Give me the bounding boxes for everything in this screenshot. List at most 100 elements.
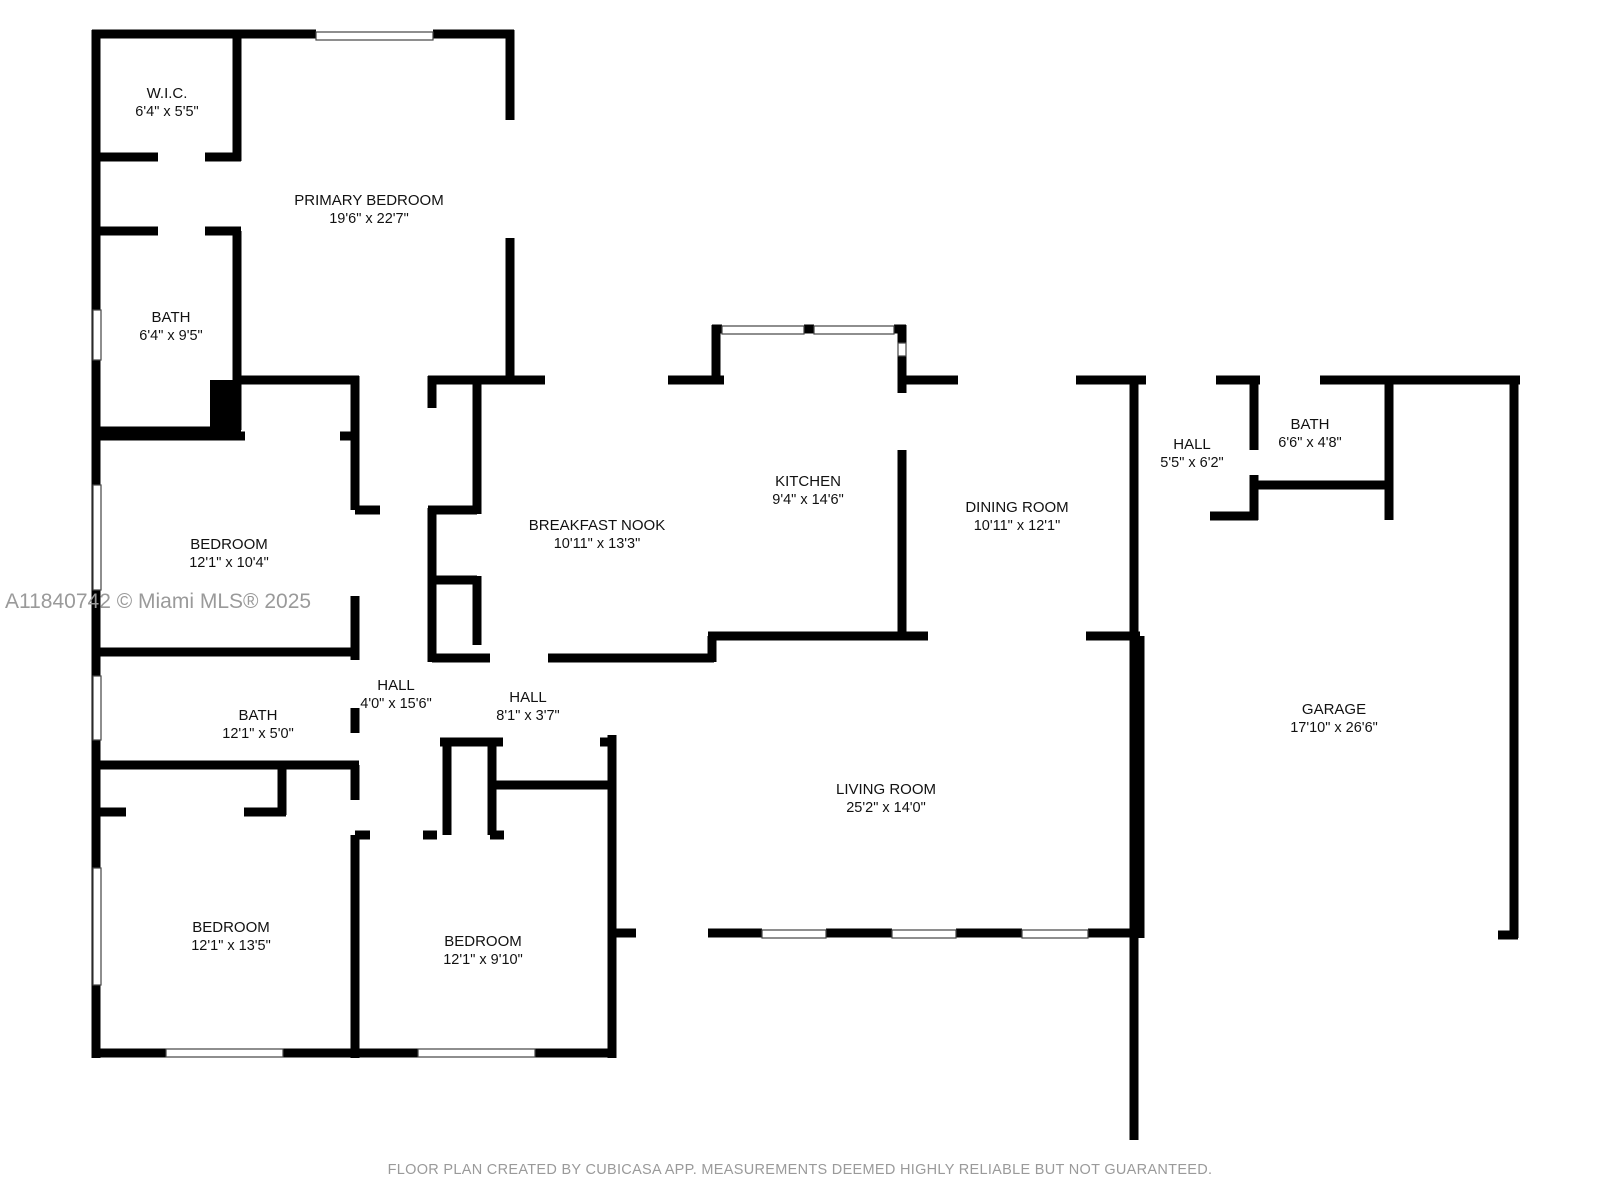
room-name: BREAKFAST NOOK	[529, 517, 665, 534]
room-dimensions: 9'4" x 14'6"	[772, 492, 843, 508]
room-dimensions: 25'2" x 14'0"	[846, 800, 926, 816]
wall	[906, 631, 928, 641]
room-primary: PRIMARY BEDROOM 19'6" x 22'7"	[294, 192, 443, 227]
wall	[355, 505, 380, 515]
wall	[711, 325, 721, 380]
wall	[897, 450, 907, 640]
room-dimensions: 19'6" x 22'7"	[329, 211, 409, 227]
walls	[91, 29, 1520, 1140]
window	[92, 675, 102, 741]
room-name: HALL	[1173, 436, 1211, 453]
wall	[897, 356, 907, 393]
window	[813, 325, 895, 335]
room-dimensions: 10'11" x 13'3"	[554, 536, 641, 552]
wall	[440, 737, 503, 747]
wall	[505, 238, 515, 380]
wall	[350, 708, 360, 733]
wall	[472, 380, 482, 514]
wall	[423, 830, 437, 840]
wall	[355, 830, 370, 840]
wall	[1254, 480, 1393, 490]
wall	[92, 226, 158, 236]
room-name: PRIMARY BEDROOM	[294, 192, 443, 209]
room-dimensions: 12'1" x 9'10"	[443, 952, 523, 968]
wall	[897, 325, 907, 343]
wall	[428, 505, 477, 515]
wall	[433, 29, 514, 39]
wall	[668, 375, 724, 385]
wall	[1135, 636, 1145, 938]
windows	[92, 31, 1089, 1058]
window	[92, 484, 102, 591]
wall	[1076, 375, 1140, 385]
room-living: LIVING ROOM 25'2" x 14'0"	[836, 781, 936, 816]
wall	[1216, 375, 1260, 385]
wall	[232, 34, 242, 161]
wall	[1498, 930, 1518, 940]
room-name: KITCHEN	[775, 473, 841, 490]
wall	[548, 653, 714, 663]
wall	[340, 431, 359, 441]
wall	[1249, 475, 1259, 520]
window	[1021, 929, 1089, 939]
wall	[237, 375, 359, 385]
window	[92, 309, 102, 361]
wall	[712, 324, 722, 334]
room-name: BATH	[239, 707, 278, 724]
window	[165, 1048, 284, 1058]
room-dimensions: 8'1" x 3'7"	[496, 708, 559, 724]
window	[897, 342, 907, 357]
wall	[205, 226, 241, 236]
window	[891, 929, 957, 939]
wall	[708, 928, 762, 938]
room-name: BEDROOM	[444, 933, 522, 950]
room-name: BATH	[1291, 416, 1330, 433]
watermark: A11840742 © Miami MLS® 2025	[5, 590, 312, 613]
wall	[432, 575, 477, 585]
room-name: BATH	[152, 309, 191, 326]
wall	[708, 631, 906, 641]
wall	[707, 636, 717, 662]
wall	[350, 376, 360, 510]
wall	[350, 765, 360, 800]
wall	[92, 431, 245, 441]
room-dimensions: 6'4" x 5'5"	[135, 104, 198, 120]
wall	[427, 376, 437, 408]
room-name: HALL	[377, 677, 415, 694]
room-name: W.I.C.	[147, 85, 188, 102]
wall	[956, 928, 1022, 938]
room-dining: DINING ROOM 10'11" x 12'1"	[965, 499, 1068, 534]
room-name: DINING ROOM	[965, 499, 1068, 516]
wall	[92, 426, 241, 436]
window	[315, 31, 434, 41]
wall	[205, 152, 241, 162]
wall	[898, 375, 958, 385]
wall	[1129, 380, 1139, 1140]
wall	[92, 152, 158, 162]
room-name: BEDROOM	[190, 536, 268, 553]
wall	[428, 375, 545, 385]
wall	[1086, 631, 1140, 641]
wall	[804, 324, 814, 334]
wall	[612, 928, 636, 938]
wall	[232, 231, 242, 430]
wall	[607, 735, 617, 1058]
wall	[92, 647, 359, 657]
wall	[600, 737, 612, 747]
wall	[96, 807, 126, 817]
window	[721, 325, 805, 335]
room-dimensions: 12'1" x 13'5"	[191, 938, 271, 954]
room-name: LIVING ROOM	[836, 781, 936, 798]
wall	[1249, 380, 1259, 450]
wall	[472, 576, 482, 645]
room-dimensions: 10'11" x 12'1"	[974, 518, 1061, 534]
window	[92, 867, 102, 986]
room-bed3: BEDROOM 12'1" x 9'10"	[443, 933, 523, 968]
